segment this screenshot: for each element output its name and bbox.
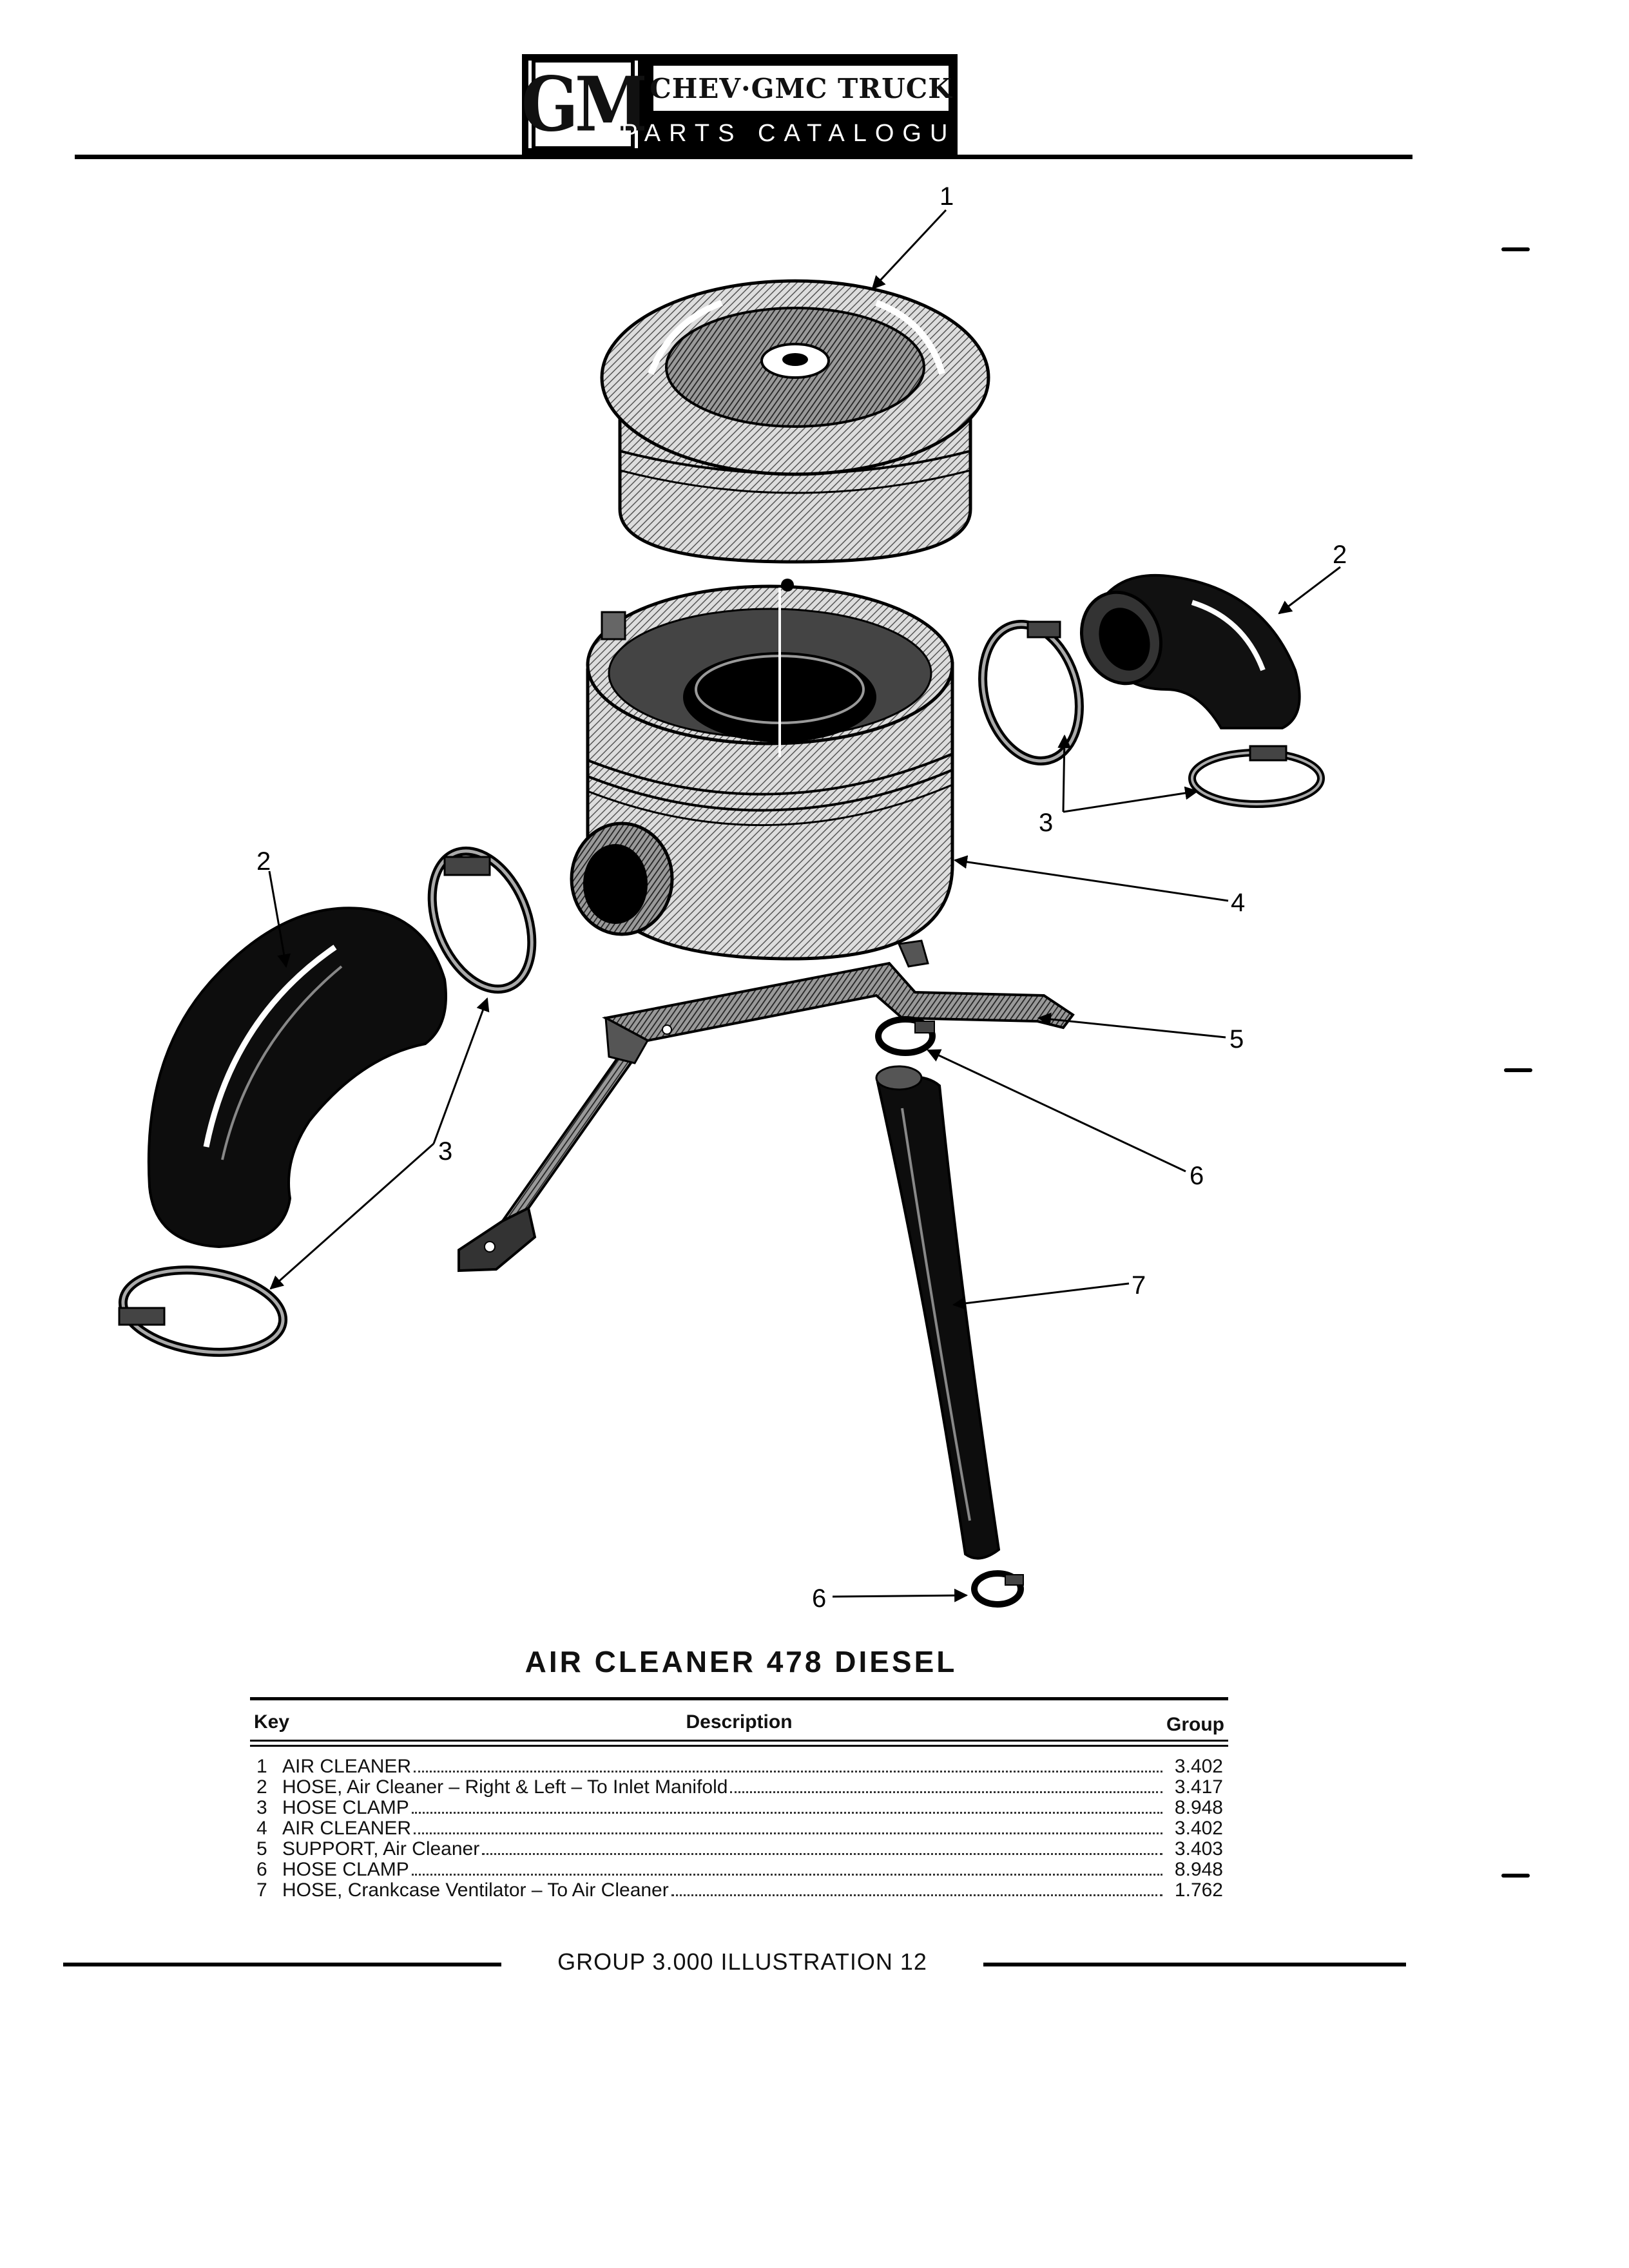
row-leader-dots (411, 1812, 1162, 1814)
margin-mark-bottom (1501, 1874, 1530, 1878)
row-description: AIR CLEANER (282, 1756, 412, 1777)
callout-1: 1 (940, 182, 954, 211)
table-header-rule (250, 1740, 1228, 1742)
small-hose-clamp-lower (971, 1570, 1024, 1608)
table-row: 3 HOSE CLAMP 8.948 (250, 1798, 1228, 1818)
row-description: HOSE CLAMP (282, 1859, 409, 1880)
table-row: 6 HOSE CLAMP 8.948 (250, 1860, 1228, 1880)
footer-rule-right (983, 1963, 1406, 1966)
column-header-description: Description (686, 1711, 793, 1733)
row-key: 2 (256, 1776, 267, 1798)
hose-clamp-right-upper (978, 620, 1084, 765)
callout-3-right: 3 (1039, 809, 1053, 837)
table-row: 5 SUPPORT, Air Cleaner 3.403 (250, 1839, 1228, 1860)
row-group: 3.402 (1174, 1818, 1223, 1839)
header-title-block: CHEV·GMC TRUCK PARTS CATALOGUE (621, 54, 981, 155)
table-row: 1 AIR CLEANER 3.402 (250, 1756, 1228, 1777)
row-leader-dots (671, 1894, 1162, 1896)
row-group: 3.402 (1174, 1756, 1223, 1777)
air-cleaner-support-bracket (458, 961, 1075, 1273)
catalogue-subtitle: PARTS CATALOGUE (621, 119, 981, 147)
callout-2-right: 2 (1333, 541, 1347, 569)
footer-rule-left (63, 1963, 501, 1966)
elbow-hose-right (1079, 573, 1301, 729)
row-group: 1.762 (1174, 1879, 1223, 1901)
callout-2-left: 2 (256, 847, 271, 876)
table-header: Key Description Group (250, 1707, 1228, 1736)
header-rule (75, 155, 1412, 159)
row-leader-dots (414, 1832, 1162, 1834)
row-group: 3.417 (1174, 1776, 1223, 1798)
leader-lines (268, 209, 1341, 1602)
air-cleaner-cover (600, 279, 990, 564)
row-key: 3 (256, 1797, 267, 1818)
hose-clamp-left-upper (427, 846, 537, 994)
table-row: 7 HOSE, Crankcase Ventilator – To Air Cl… (250, 1880, 1228, 1901)
callout-3-left: 3 (438, 1137, 452, 1166)
callout-4: 4 (1231, 889, 1245, 917)
column-header-key: Key (254, 1711, 290, 1733)
gm-logo: GM (521, 54, 649, 155)
row-description: SUPPORT, Air Cleaner (282, 1838, 480, 1860)
row-description: HOSE, Air Cleaner – Right & Left – To In… (282, 1776, 728, 1798)
row-leader-dots (482, 1853, 1162, 1855)
callout-7: 7 (1132, 1271, 1146, 1300)
callout-6-lower: 6 (812, 1584, 826, 1613)
row-key: 4 (256, 1818, 267, 1839)
hose-clamp-right-lower (1188, 745, 1325, 808)
row-description: HOSE CLAMP (282, 1797, 409, 1818)
row-group: 8.948 (1174, 1859, 1223, 1880)
brand-title: CHEV·GMC TRUCK (650, 66, 952, 111)
table-body: 1 AIR CLEANER 3.402 2 HOSE, Air Cleaner … (250, 1756, 1228, 1901)
row-leader-dots (411, 1874, 1162, 1876)
table-row: 2 HOSE, Air Cleaner – Right & Left – To … (250, 1777, 1228, 1798)
column-header-group: Group (1166, 1714, 1224, 1735)
crankcase-ventilator-hose (875, 1065, 1001, 1560)
row-group: 3.403 (1174, 1838, 1223, 1860)
row-key: 6 (256, 1859, 267, 1880)
table-header-rule-double (250, 1745, 1228, 1747)
table-top-rule (250, 1697, 1228, 1700)
row-key: 7 (256, 1879, 267, 1901)
intake-hose-left (147, 907, 447, 1249)
small-hose-clamp-upper (875, 1016, 936, 1056)
row-key: 1 (256, 1756, 267, 1777)
row-leader-dots (414, 1771, 1162, 1773)
callout-5: 5 (1229, 1025, 1244, 1053)
row-leader-dots (730, 1791, 1162, 1793)
margin-mark-top (1501, 247, 1530, 251)
catalogue-header: GM CHEV·GMC TRUCK PARTS CATALOGUE (521, 54, 981, 155)
hose-clamp-left-lower (118, 1265, 288, 1357)
row-description: AIR CLEANER (282, 1818, 412, 1839)
table-row: 4 AIR CLEANER 3.402 (250, 1818, 1228, 1839)
gm-logo-text: GM (521, 58, 649, 151)
exploded-parts-diagram: 1 2 2 3 3 4 5 6 6 7 (118, 182, 1347, 1613)
row-key: 5 (256, 1838, 267, 1860)
margin-mark-middle (1504, 1068, 1532, 1072)
callout-6-upper: 6 (1190, 1162, 1204, 1190)
footer-caption: GROUP 3.000 ILLUSTRATION 12 (557, 1948, 927, 1975)
air-cleaner-body (570, 579, 954, 968)
figure-title: AIR CLEANER 478 DIESEL (525, 1645, 958, 1678)
row-description: HOSE, Crankcase Ventilator – To Air Clea… (282, 1879, 669, 1901)
row-group: 8.948 (1174, 1797, 1223, 1818)
